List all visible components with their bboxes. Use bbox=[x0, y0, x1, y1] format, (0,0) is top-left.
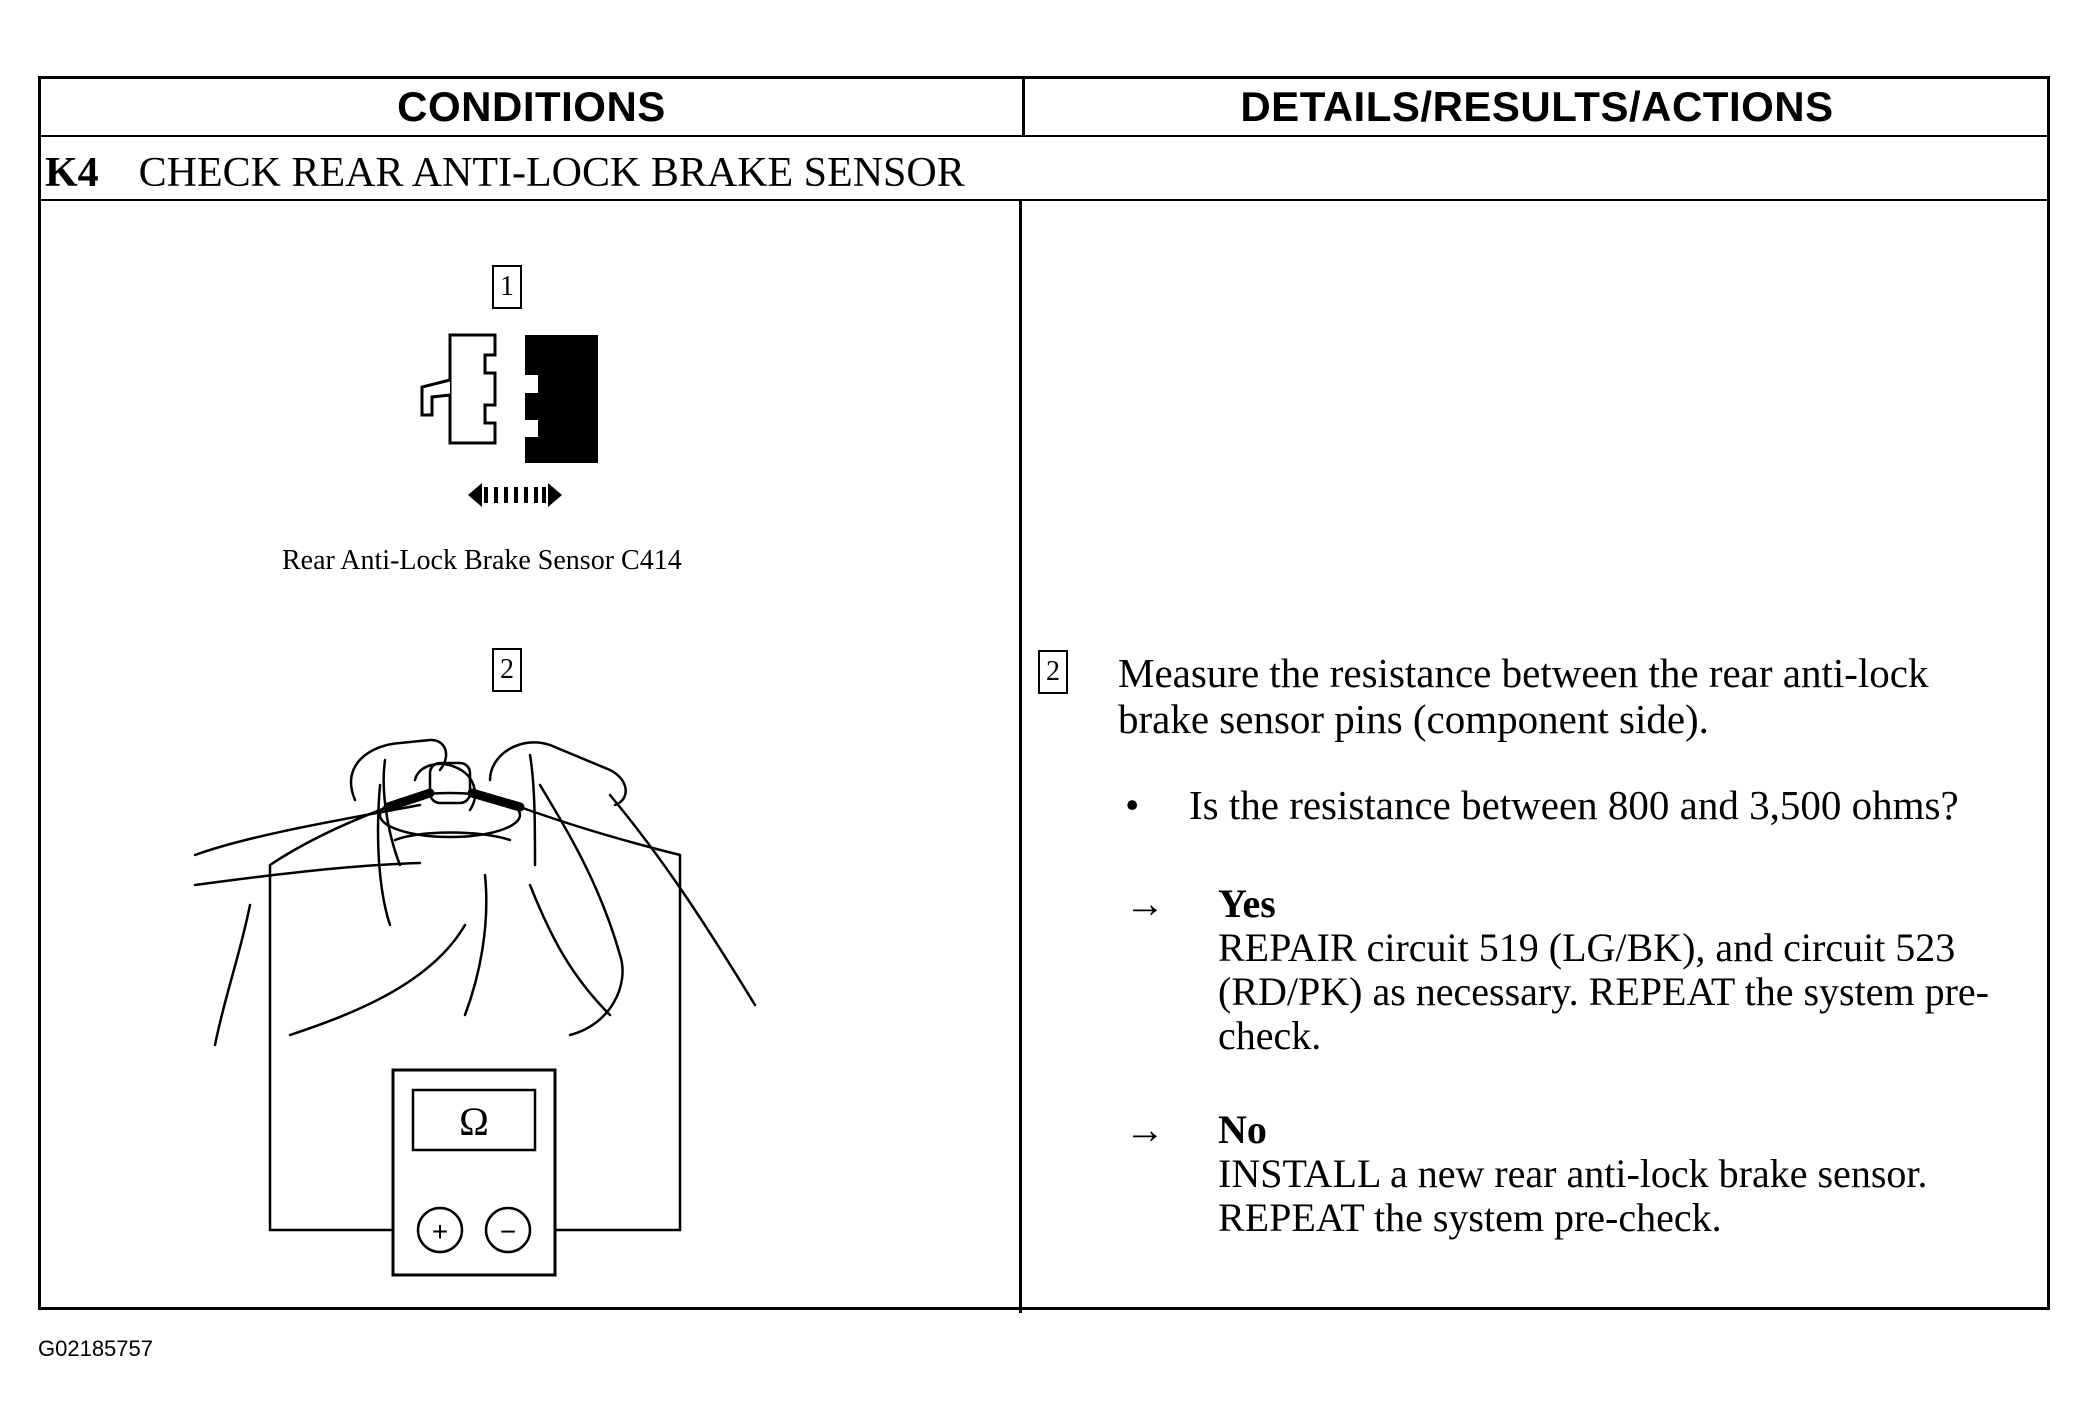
diagnostic-table: CONDITIONS DETAILS/RESULTS/ACTIONS K4 CH… bbox=[38, 76, 2050, 1313]
step-1-box: 1 bbox=[492, 265, 522, 309]
brake-sensor-illustration: Ω + − bbox=[193, 738, 757, 1277]
question-text: Is the resistance between 800 and 3,500 … bbox=[1189, 782, 1959, 828]
ohmmeter-icon: Ω + − bbox=[391, 1068, 557, 1277]
conditions-header: CONDITIONS bbox=[397, 83, 666, 130]
section-divider bbox=[41, 199, 2047, 201]
step-2-box: 2 bbox=[492, 648, 522, 692]
header-column-divider bbox=[1022, 79, 1025, 135]
section-title: K4 CHECK REAR ANTI-LOCK BRAKE SENSOR bbox=[45, 141, 965, 205]
ohm-symbol: Ω bbox=[459, 1099, 489, 1144]
connector-disconnect-icon bbox=[420, 333, 598, 507]
resistance-question: • Is the resistance between 800 and 3,500… bbox=[1125, 782, 1959, 828]
minus-terminal-icon: − bbox=[500, 1216, 516, 1247]
header-divider bbox=[41, 135, 2047, 137]
arrow-right-icon: → bbox=[1125, 1107, 1165, 1152]
result-yes-label: Yes bbox=[1218, 881, 1276, 926]
document-id: G02185757 bbox=[38, 1336, 153, 1361]
result-no-action: INSTALL a new rear anti-lock brake senso… bbox=[1218, 1151, 1928, 1240]
step-2-box-right: 2 bbox=[1038, 650, 1068, 694]
connector-caption: Rear Anti-Lock Brake Sensor C414 bbox=[282, 545, 682, 576]
section-heading: CHECK REAR ANTI-LOCK BRAKE SENSOR bbox=[138, 150, 965, 196]
details-header: DETAILS/RESULTS/ACTIONS bbox=[1240, 83, 1834, 130]
result-no-label: No bbox=[1218, 1107, 1267, 1152]
section-code: K4 bbox=[45, 150, 99, 196]
body-column-divider bbox=[1019, 199, 1022, 1313]
measure-instruction: Measure the resistance between the rear … bbox=[1118, 650, 1929, 742]
plus-terminal-icon: + bbox=[432, 1216, 448, 1247]
arrow-right-icon: → bbox=[1125, 881, 1165, 926]
result-yes-action: REPAIR circuit 519 (LG/BK), and circuit … bbox=[1218, 925, 1989, 1058]
bullet-icon: • bbox=[1125, 782, 1140, 828]
